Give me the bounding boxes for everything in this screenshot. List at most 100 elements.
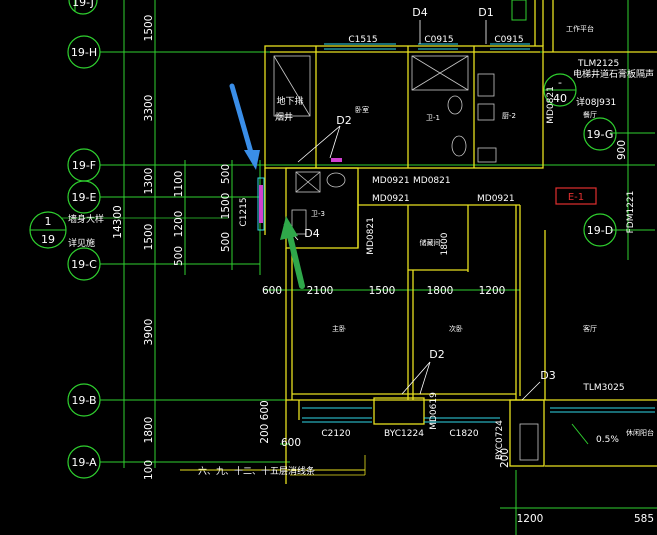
toilet-3 <box>291 209 307 235</box>
svg-text:MD0821: MD0821 <box>366 217 376 255</box>
detail-bubble-bottom: 19 <box>41 233 55 246</box>
svg-text:D1: D1 <box>478 6 493 19</box>
axis-bubble-19-A[interactable] <box>67 445 101 479</box>
svg-text:1500: 1500 <box>220 193 232 220</box>
svg-text:200: 200 <box>499 448 511 468</box>
slope-arrow <box>571 423 589 445</box>
svg-text:卫-1: 卫-1 <box>426 114 440 122</box>
svg-text:D2: D2 <box>429 348 444 361</box>
svg-text:C1515: C1515 <box>348 35 377 45</box>
svg-text:详08J931: 详08J931 <box>576 96 616 108</box>
axis-label-top: 19-J <box>72 0 94 9</box>
shower-tub <box>411 55 469 91</box>
window-c1215-west <box>257 177 265 231</box>
axis-label-19-C: 19-C <box>71 258 97 271</box>
svg-text:TLM2125: TLM2125 <box>577 59 619 69</box>
svg-text:MD0921: MD0921 <box>477 194 515 204</box>
door-d2-marker <box>331 158 342 162</box>
svg-text:14300: 14300 <box>112 205 124 238</box>
walls <box>264 0 657 484</box>
svg-text:C0915: C0915 <box>494 35 523 45</box>
window-bubble-bottom: 40 <box>553 92 567 105</box>
svg-text:1800: 1800 <box>143 417 155 444</box>
floor-note: 六、九、十二、十五层消线条 <box>198 465 315 477</box>
svg-text:MD0921: MD0921 <box>372 176 410 186</box>
svg-text:电梯井道石膏板隔声: 电梯井道石膏板隔声 <box>573 68 654 80</box>
svg-text:900: 900 <box>616 140 628 160</box>
svg-text:C0915: C0915 <box>424 35 453 45</box>
svg-text:D4: D4 <box>304 227 319 240</box>
svg-text:主卧: 主卧 <box>332 324 346 333</box>
shower-3 <box>295 171 321 193</box>
svg-text:C1820: C1820 <box>449 429 478 439</box>
wall-bay-window <box>373 397 425 425</box>
svg-text:3300: 3300 <box>143 95 155 122</box>
svg-text:卧室: 卧室 <box>355 105 369 114</box>
axis-bubble-19-H[interactable] <box>67 35 101 69</box>
toilet-1 <box>447 95 463 115</box>
axis-bubble-19-B[interactable] <box>67 383 101 417</box>
axis-label-19-F: 19-F <box>72 159 96 172</box>
svg-text:工作平台: 工作平台 <box>566 24 594 33</box>
axis-bubble-19-G[interactable] <box>583 117 617 151</box>
detail-note-1: 墙身大样 <box>68 213 104 225</box>
svg-text:1200: 1200 <box>517 513 544 525</box>
svg-text:MD0821: MD0821 <box>413 176 451 186</box>
svg-text:1200: 1200 <box>479 285 506 297</box>
svg-text:3900: 3900 <box>143 319 155 346</box>
svg-text:1800: 1800 <box>427 285 454 297</box>
svg-text:500: 500 <box>220 232 232 252</box>
windows <box>257 43 655 423</box>
detail-note-2: 详见施 <box>68 237 95 249</box>
detail-marker-top <box>511 0 527 21</box>
svg-text:585: 585 <box>634 513 654 525</box>
svg-text:烟井: 烟井 <box>275 111 293 123</box>
svg-text:1300: 1300 <box>143 168 155 195</box>
washer <box>477 147 497 163</box>
svg-text:1100: 1100 <box>173 171 185 198</box>
axis-bubble-19-D[interactable] <box>583 213 617 247</box>
axis-label-19-A: 19-A <box>71 456 97 469</box>
svg-text:储藏间: 储藏间 <box>420 238 441 247</box>
svg-text:500: 500 <box>173 246 185 266</box>
detail-bubble-top: 1 <box>45 215 52 228</box>
balcony-sink <box>519 423 539 461</box>
svg-text:TLM3025: TLM3025 <box>582 383 624 393</box>
svg-text:卫-3: 卫-3 <box>311 210 325 218</box>
svg-text:1500: 1500 <box>143 224 155 251</box>
svg-text:0.5%: 0.5% <box>596 435 619 445</box>
svg-text:600: 600 <box>262 285 282 297</box>
svg-text:次卧: 次卧 <box>449 324 463 333</box>
axis-bubble-19-C[interactable] <box>67 247 101 281</box>
basin-1 <box>451 135 467 157</box>
axis-label-19-E: 19-E <box>72 191 97 204</box>
section-tag: E-1 <box>568 192 584 203</box>
wall-balcony-block <box>509 399 545 467</box>
fixtures <box>273 55 539 461</box>
window-magenta-west <box>259 185 263 223</box>
svg-text:1500: 1500 <box>369 285 396 297</box>
axis-label-19-H: 19-H <box>71 46 97 59</box>
svg-text:餐厅: 餐厅 <box>583 110 597 119</box>
axis-bubbles <box>29 0 617 479</box>
axis-bubble-19-E[interactable] <box>67 180 101 214</box>
svg-text:1500: 1500 <box>143 15 155 42</box>
svg-text:客厅: 客厅 <box>583 324 597 333</box>
svg-text:C1215: C1215 <box>239 197 249 226</box>
svg-text:休闲阳台: 休闲阳台 <box>626 428 654 437</box>
blue-annotation-arrow <box>229 83 260 170</box>
svg-text:D3: D3 <box>540 369 555 382</box>
svg-text:1800: 1800 <box>440 232 450 255</box>
svg-text:厨-2: 厨-2 <box>502 112 516 120</box>
svg-text:C2120: C2120 <box>321 429 350 439</box>
svg-text:MD0821: MD0821 <box>546 86 556 124</box>
svg-text:BYC0724: BYC0724 <box>495 420 505 460</box>
axis-label-19-B: 19-B <box>71 394 96 407</box>
section-tag-box[interactable] <box>555 187 597 205</box>
axis-label-19-D: 19-D <box>587 224 613 237</box>
axis-lines <box>74 0 657 535</box>
svg-text:MD0619: MD0619 <box>429 392 439 430</box>
axis-bubble-top[interactable] <box>68 0 98 15</box>
